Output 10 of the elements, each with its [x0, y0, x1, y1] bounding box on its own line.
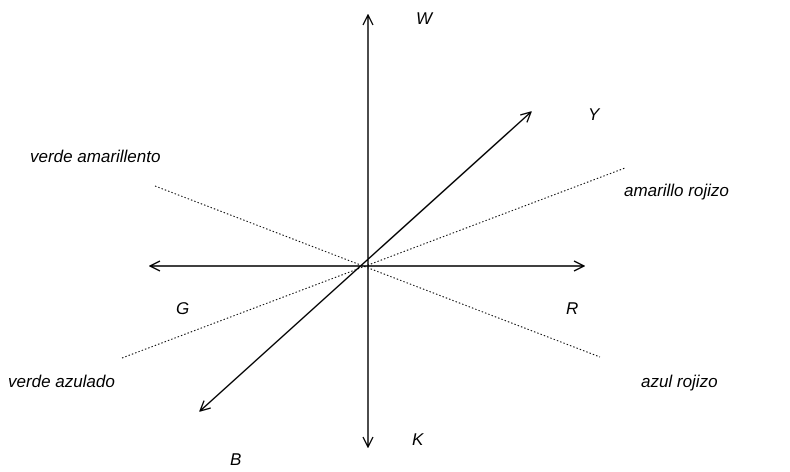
axis-label: verde azulado — [8, 373, 115, 390]
axis-label: amarillo rojizo — [624, 182, 729, 199]
axis-label: G — [176, 300, 190, 317]
axis-label: K — [412, 431, 424, 448]
axis-label: Y — [588, 106, 600, 123]
axis-label: W — [416, 10, 432, 27]
axis-label: B — [230, 451, 242, 468]
axis-label: verde amarillento — [30, 148, 160, 165]
axis-label: azul rojizo — [641, 373, 718, 390]
axis-label: R — [566, 300, 578, 317]
